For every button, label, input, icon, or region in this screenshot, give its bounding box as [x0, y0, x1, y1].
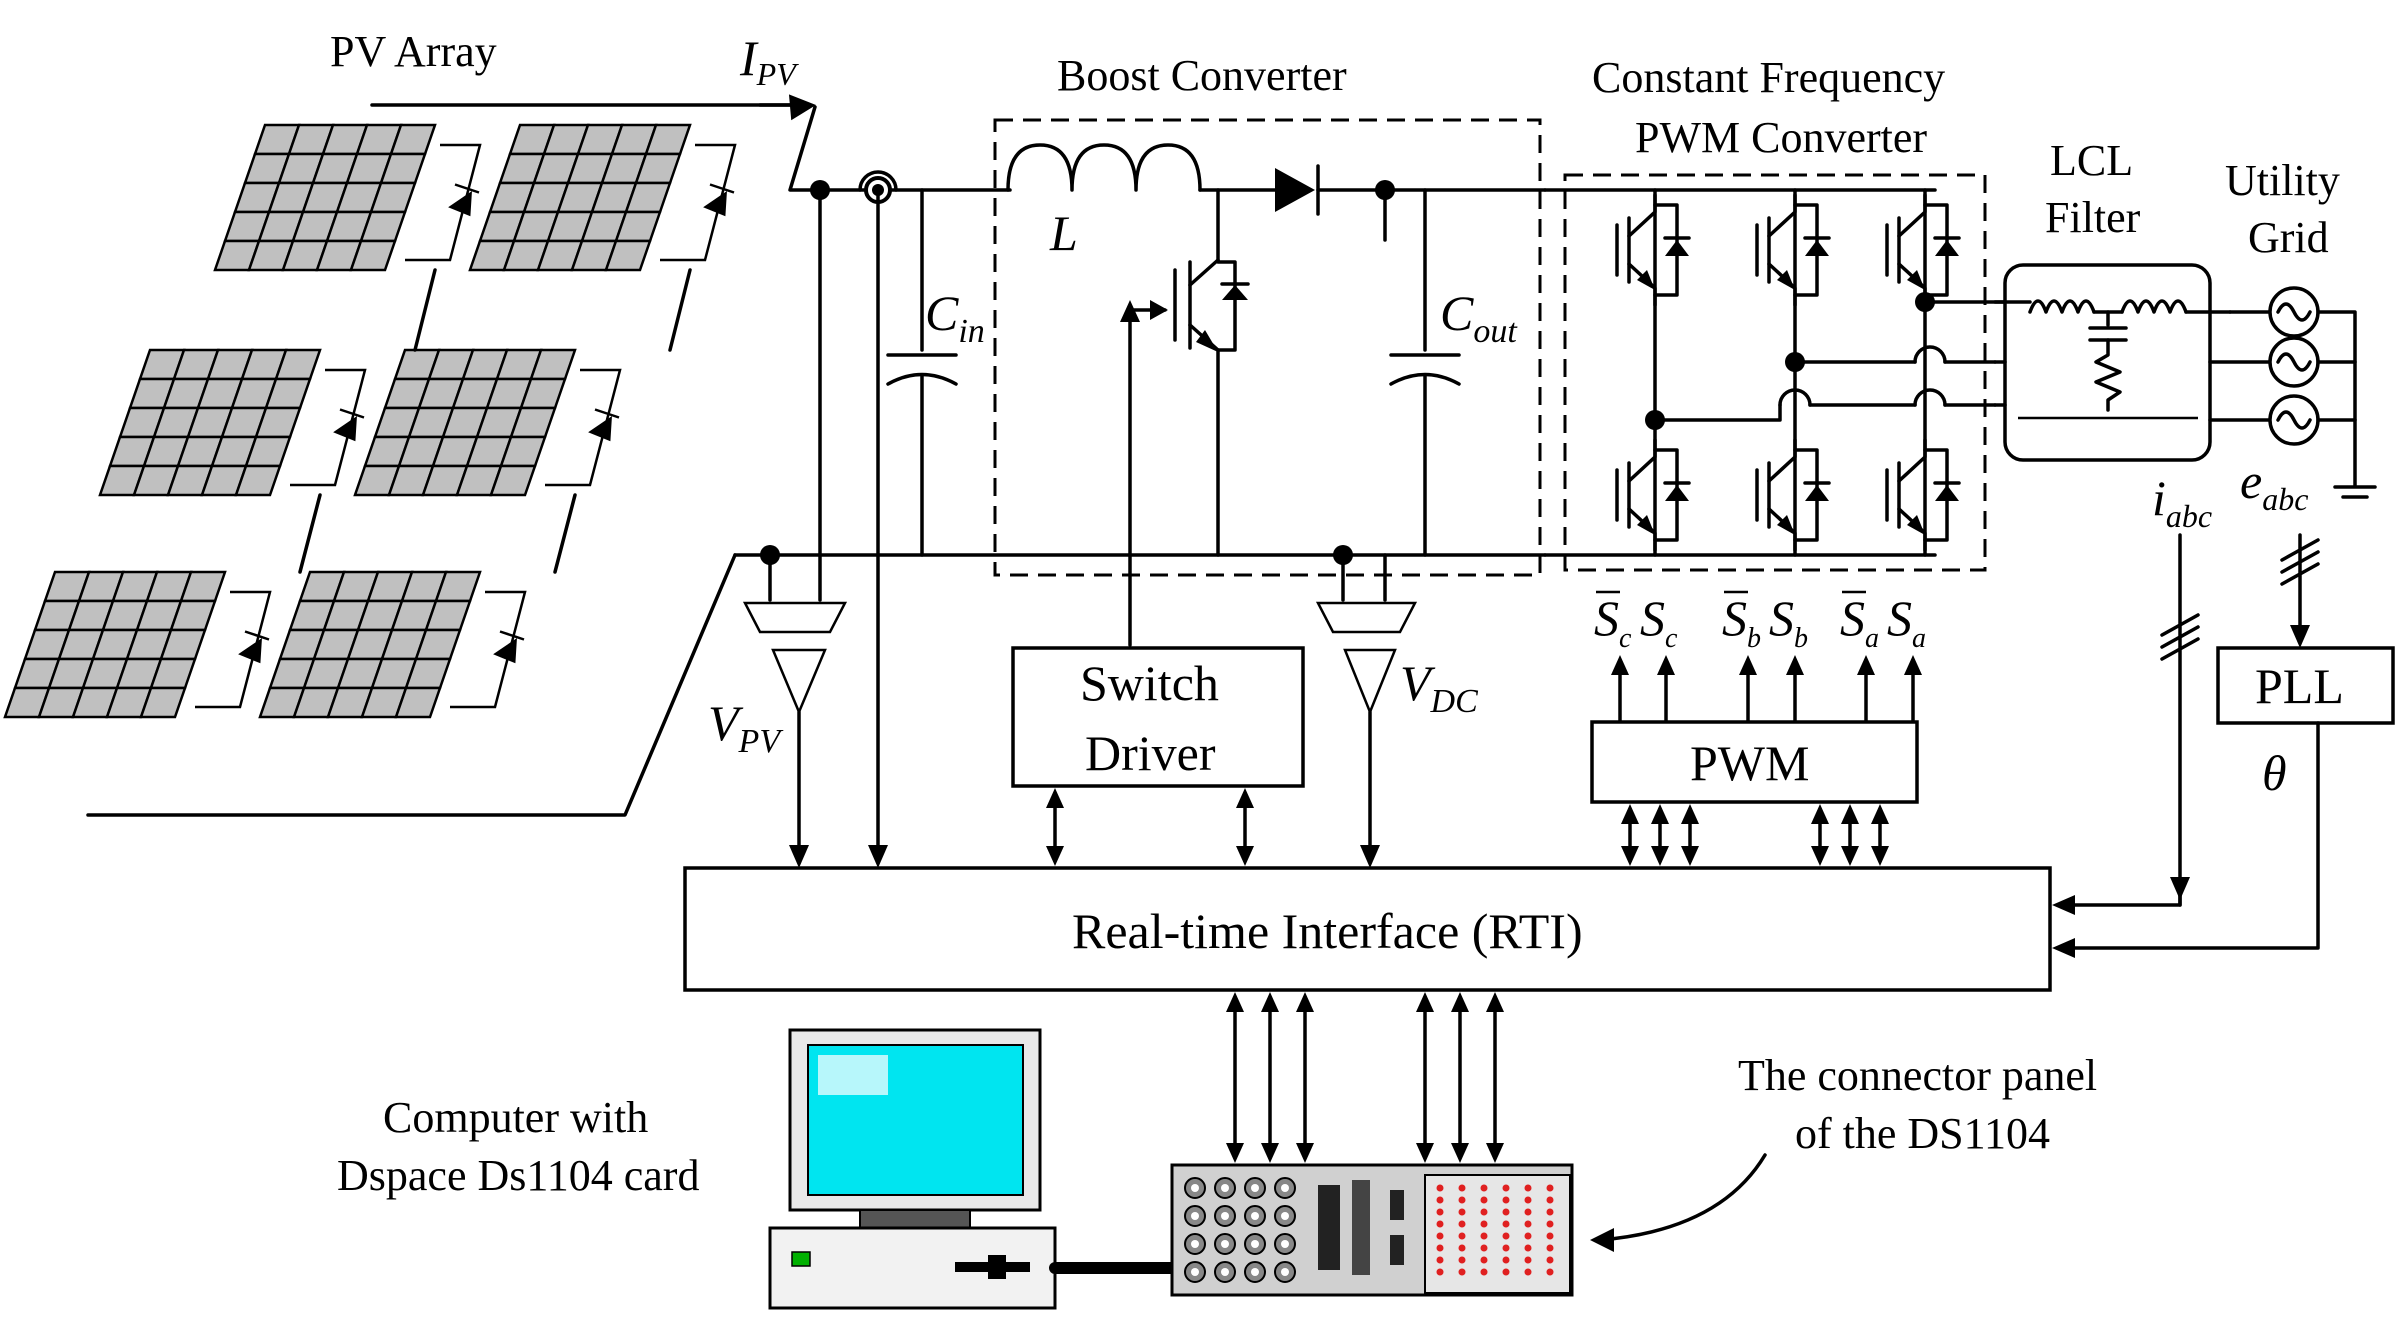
bidirectional-arrow: [1046, 788, 1064, 866]
bidirectional-arrow: [1871, 804, 1889, 866]
bidirectional-arrow: [1261, 992, 1279, 1163]
pwm-converter-label-2: PWM Converter: [1635, 113, 1927, 162]
gate-signal-label: Sb: [1769, 590, 1808, 654]
iabc-symbol: iabc: [2152, 470, 2212, 534]
bidirectional-arrow: [1811, 804, 1829, 866]
connector-label-1: The connector panel: [1738, 1051, 2097, 1100]
computer: Computer with Dspace Ds1104 card: [337, 1028, 1184, 1310]
pv-panels: [3, 123, 737, 719]
bidirectional-arrow: [1296, 992, 1314, 1163]
boost-converter: Boost Converter L: [993, 51, 1547, 647]
gate-signal-label: Sa: [1887, 590, 1926, 654]
bidirectional-arrow: [1451, 992, 1469, 1163]
vdc-sensor: VDC: [1315, 545, 1478, 868]
pwm-block: PWM: [1590, 720, 1919, 804]
ipv-symbol: IPV: [739, 30, 799, 92]
bidirectional-arrow: [1681, 804, 1699, 866]
igbt-switch: [1615, 438, 1691, 552]
pwm-converter: Constant Frequency PWM Converter: [1543, 53, 2007, 572]
lcl-filter: LCL Filter: [1993, 136, 2272, 462]
theta-symbol: θ: [2262, 745, 2287, 801]
pwm-label: PWM: [1690, 735, 1809, 791]
switch-driver-label-1: Switch: [1080, 655, 1219, 711]
connector-label-2: of the DS1104: [1795, 1109, 2050, 1158]
gate-signal-label: Sc: [1640, 590, 1678, 654]
ds1104-connector-panel: The connector panel of the DS1104: [1170, 1051, 2097, 1297]
ac-source-a: [2268, 286, 2320, 338]
bidirectional-arrow: [1486, 992, 1504, 1163]
gate-signal-arrowhead: [1786, 655, 1804, 675]
bidirectional-arrow: [1236, 788, 1254, 866]
igbt-switch: [1885, 193, 1961, 307]
pv-panel: [468, 123, 737, 272]
output-capacitor: Cout: [1375, 180, 1518, 557]
pv-panel: [98, 348, 367, 497]
igbt-switch: [1755, 438, 1831, 552]
bidirectional-arrow: [1226, 992, 1244, 1163]
cout-symbol: Cout: [1440, 285, 1518, 350]
switch-driver-block: Switch Driver: [1011, 646, 1305, 788]
ground-icon: [2333, 485, 2377, 499]
igbt-switch: [1755, 193, 1831, 307]
gate-signal-label: Sa: [1840, 590, 1879, 654]
input-capacitor: Cin: [886, 188, 985, 557]
pwm-converter-label-1: Constant Frequency: [1592, 53, 1945, 102]
pv-panel: [258, 570, 527, 719]
computer-label-2: Dspace Ds1104 card: [337, 1151, 699, 1200]
ipv-arrow: IPV: [739, 30, 816, 121]
computer-label-1: Computer with: [383, 1093, 648, 1142]
gate-signal-label: Sb: [1722, 590, 1761, 654]
bidirectional-arrow: [1841, 804, 1859, 866]
igbt-switch: [1885, 438, 1961, 552]
pc-case-icon: [768, 1226, 1057, 1310]
inverter-legs: [1615, 188, 1961, 557]
rti-label: Real-time Interface (RTI): [1072, 903, 1583, 959]
pv-panel: [353, 348, 622, 497]
pv-panel: [3, 570, 272, 719]
led-indicators: [1436, 1184, 1554, 1276]
pv-panel: [213, 123, 482, 272]
bnc-connectors: [1184, 1177, 1296, 1283]
pll-block: PLL: [2216, 646, 2395, 725]
ac-source-c: [2268, 394, 2320, 446]
bidirectional-arrow: [1416, 992, 1434, 1163]
ipv-sensor: [864, 176, 892, 868]
bidirectional-links: [1046, 788, 1889, 1163]
grid-label-2: Grid: [2248, 213, 2329, 262]
gate-signal-label: Sc: [1594, 590, 1632, 654]
gate-signal-arrowhead: [1739, 655, 1757, 675]
grid-label-1: Utility: [2225, 156, 2340, 205]
lcl-label-1: LCL: [2050, 136, 2133, 185]
bidirectional-arrow: [1621, 804, 1639, 866]
boost-converter-label: Boost Converter: [1057, 51, 1347, 100]
inductor-symbol: L: [1049, 205, 1078, 261]
lcl-label-2: Filter: [2045, 193, 2141, 242]
pll-label: PLL: [2255, 658, 2344, 714]
cin-symbol: Cin: [925, 285, 985, 350]
bidirectional-arrow: [1651, 804, 1669, 866]
monitor-icon: [788, 1028, 1042, 1229]
pv-array: PV Array: [3, 27, 802, 817]
gate-signal-arrowhead: [1611, 655, 1629, 675]
pv-array-label: PV Array: [330, 27, 497, 76]
ac-source-b: [2268, 336, 2320, 388]
vpv-sensor: VPV: [708, 180, 848, 868]
eabc-symbol: eabc: [2240, 453, 2308, 517]
rti-block: Real-time Interface (RTI): [683, 866, 2052, 992]
gate-signal-arrowhead: [1657, 655, 1675, 675]
switch-driver-label-2: Driver: [1085, 725, 1216, 781]
vdc-symbol: VDC: [1400, 655, 1478, 720]
gate-signal-arrowhead: [1857, 655, 1875, 675]
utility-grid: Utility Grid: [2225, 156, 2377, 499]
gate-signal-arrowhead: [1904, 655, 1922, 675]
vpv-symbol: VPV: [708, 695, 784, 760]
igbt-switch: [1615, 193, 1691, 307]
